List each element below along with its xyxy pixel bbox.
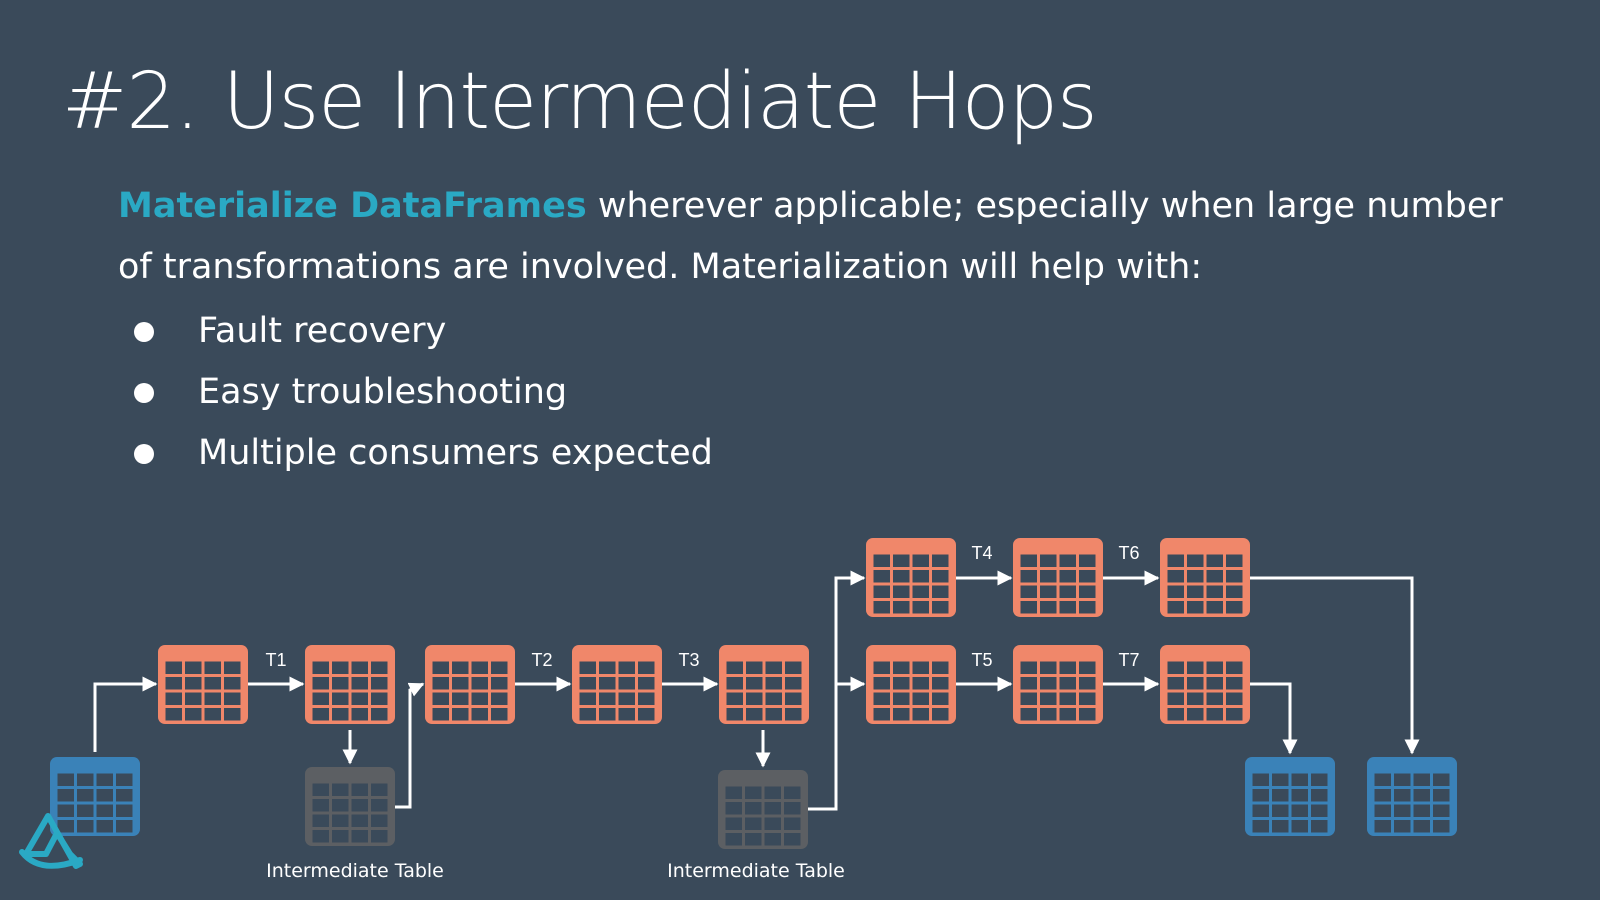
- benefit-text: Fault recovery: [198, 311, 447, 351]
- intermediate-table-caption: Intermediate Table: [667, 860, 845, 882]
- slide-title: #2. Use Intermediate Hops: [62, 57, 1098, 147]
- benefit-item: Fault recovery: [118, 308, 713, 369]
- benefit-list: Fault recovery Easy troubleshooting Mult…: [118, 308, 713, 491]
- benefit-text: Multiple consumers expected: [198, 433, 713, 473]
- intro-text: Materialize DataFrames wherever applicab…: [118, 176, 1518, 298]
- transform-label-t2: T2: [531, 650, 552, 670]
- transform-label-t3: T3: [678, 650, 699, 670]
- transform-label-t6: T6: [1118, 543, 1139, 563]
- dataframe-node: [866, 645, 956, 724]
- flow-arrow: [93, 676, 158, 752]
- benefit-item: Easy troubleshooting: [118, 369, 713, 430]
- benefit-item: Multiple consumers expected: [118, 430, 713, 491]
- table-group: [50, 538, 1457, 849]
- dataframe-node: [572, 645, 662, 724]
- connector-group: [93, 570, 1420, 811]
- intermediate-table-caption: Intermediate Table: [266, 860, 444, 882]
- dataframe-node: [425, 645, 515, 724]
- output-table: [1367, 757, 1457, 836]
- intro-rest: wherever applicable; especially when lar…: [118, 186, 1503, 287]
- benefit-text: Easy troubleshooting: [198, 372, 568, 412]
- flow-arrow: [1250, 576, 1420, 755]
- dataframe-node: [1160, 645, 1250, 724]
- dataframe-node: [1013, 538, 1103, 617]
- output-table: [1245, 757, 1335, 836]
- source-table: [50, 757, 140, 836]
- flow-arrow: [395, 682, 425, 809]
- dataframe-node: [866, 538, 956, 617]
- bullet-dot-icon: [134, 444, 154, 464]
- dataframe-node: [1160, 538, 1250, 617]
- dataframe-node: [719, 645, 809, 724]
- transform-label-t4: T4: [971, 543, 992, 563]
- flow-arrow: [808, 570, 866, 811]
- dataframe-node: [158, 645, 248, 724]
- intermediate-table: [305, 767, 395, 846]
- intermediate-table: [718, 770, 808, 849]
- dataframe-node: [305, 645, 395, 724]
- dataframe-node: [1013, 645, 1103, 724]
- triangle-wave-logo-icon: [19, 813, 83, 869]
- bullet-dot-icon: [134, 322, 154, 342]
- flow-arrow: [1250, 682, 1298, 755]
- transform-label-t7: T7: [1118, 650, 1139, 670]
- transform-label-t1: T1: [265, 650, 286, 670]
- bullet-dot-icon: [134, 383, 154, 403]
- transform-label-t5: T5: [971, 650, 992, 670]
- intro-highlight: Materialize DataFrames: [118, 186, 587, 226]
